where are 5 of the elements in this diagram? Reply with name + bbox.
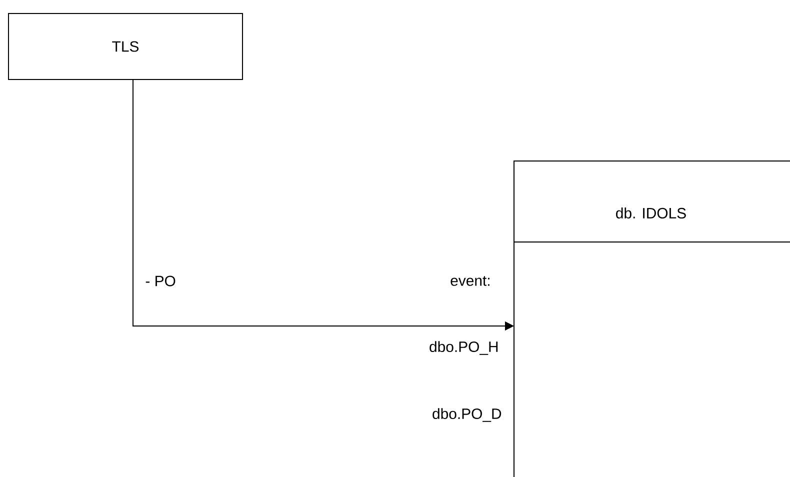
label-text: - PO — [146, 276, 176, 286]
label-text: event: — [450, 276, 490, 286]
label-text: dbo.PO_H — [430, 341, 498, 355]
table-box: db. IDOLS — [514, 160, 790, 477]
process-box: TLS — [8, 13, 243, 80]
